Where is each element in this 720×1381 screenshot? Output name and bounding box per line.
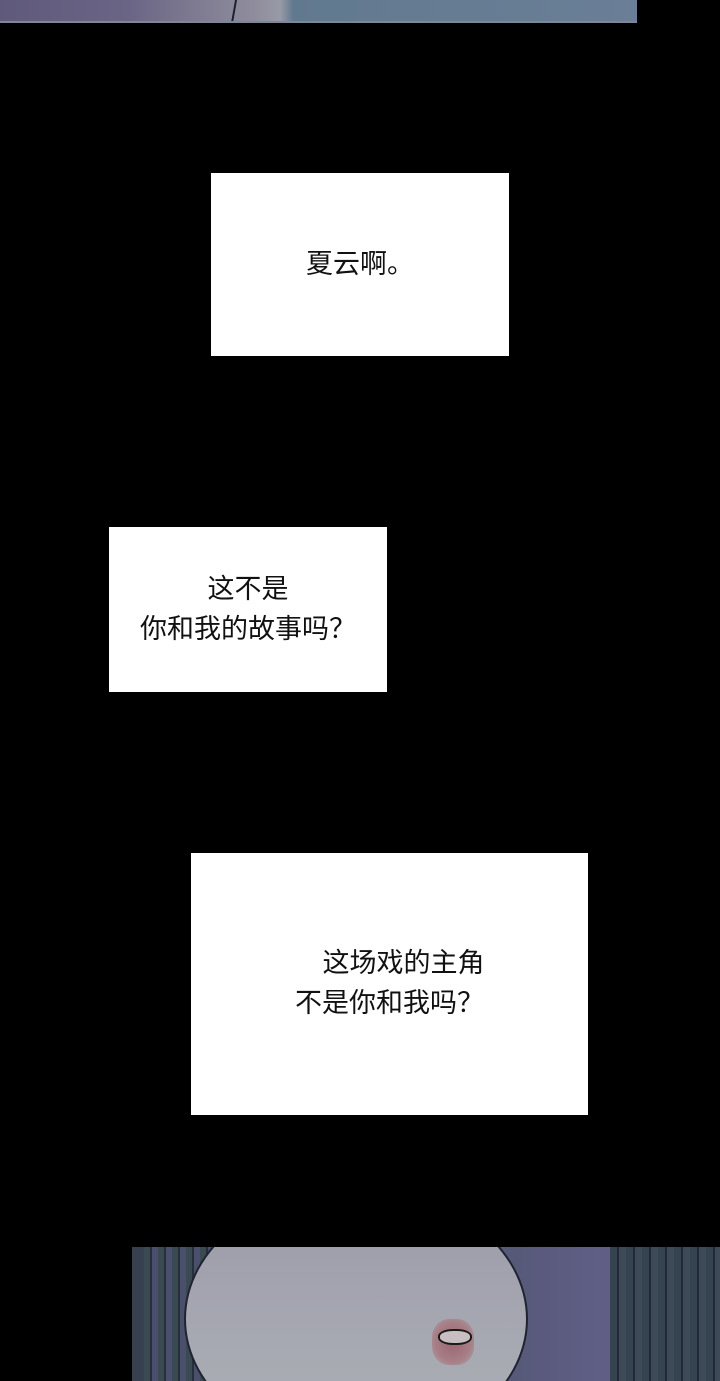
character-mouth <box>432 1319 474 1365</box>
caption-box-2: 这不是 你和我的故事吗？ <box>109 527 387 692</box>
character-face <box>184 1247 528 1381</box>
top-art-panel <box>0 0 637 23</box>
lips <box>438 1329 472 1345</box>
caption-box-1: 夏云啊。 <box>211 173 509 356</box>
hair-right <box>610 1247 720 1381</box>
caption-text: 这不是 <box>207 573 289 605</box>
panel-outline <box>230 0 238 23</box>
caption-text: 这场戏的主角 <box>322 948 485 979</box>
bottom-art-panel <box>132 1247 720 1381</box>
caption-text: 夏云啊。 <box>306 248 414 280</box>
caption-box-3: 这场戏的主角 不是你和我吗？ <box>191 853 588 1115</box>
caption-text: 不是你和我吗？ <box>295 988 484 1019</box>
caption-text: 你和我的故事吗？ <box>140 613 356 645</box>
panel-edge <box>0 21 637 23</box>
